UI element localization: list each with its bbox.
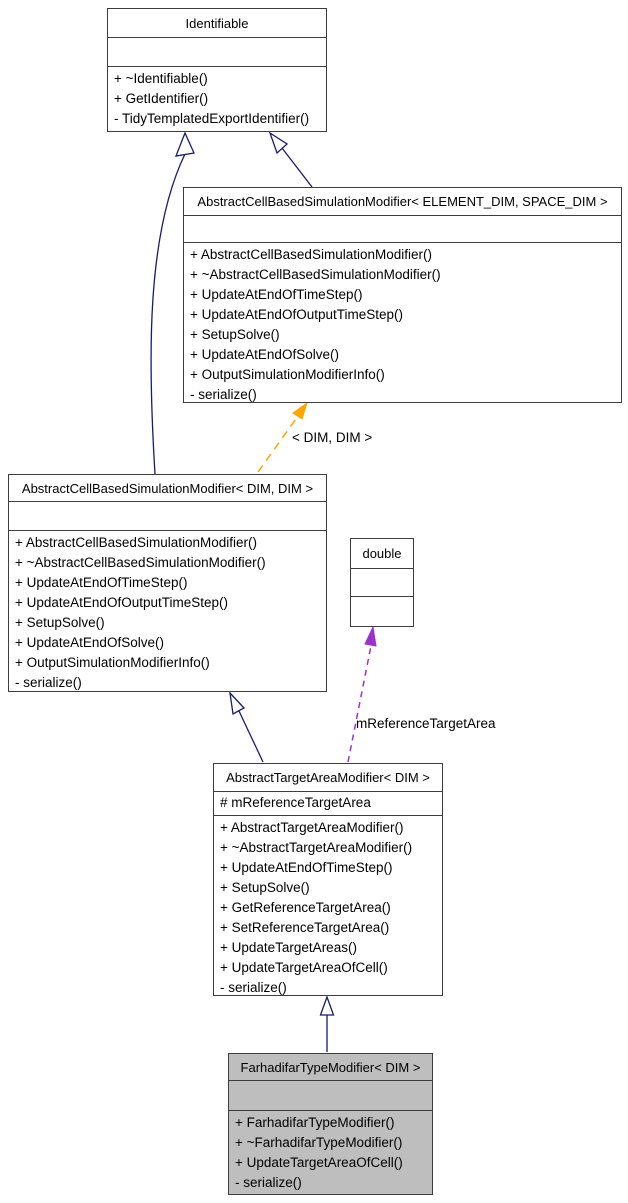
attribute-label: # mReferenceTargetArea [220,795,371,810]
class-node-acbsm-template[interactable]: AbstractCellBasedSimulationModifier< ELE… [183,187,622,403]
inheritance-arrowhead-icon [268,131,289,155]
method-label: + SetReferenceTargetArea() [220,920,390,935]
inheritance-arrowhead-icon [319,995,335,1016]
method-label: + ~FarhadifarTypeModifier() [235,1135,403,1150]
method-label: + GetIdentifier() [114,91,209,106]
edge-inheritance-targetarea-to-acbsmdim [238,710,264,763]
class-node-acbsm-dim[interactable]: AbstractCellBasedSimulationModifier< DIM… [8,474,327,692]
usage-member-edge-label: mReferenceTargetArea [356,716,496,731]
edge-inheritance-acbsmtpl-to-identifiable [281,147,313,188]
class-attributes: # mReferenceTargetArea [214,792,442,816]
method-label: + UpdateTargetAreas() [220,940,357,955]
method-label: - serialize() [220,980,287,995]
template-args-edge-label: < DIM, DIM > [292,430,373,445]
class-title: Identifiable [108,9,326,38]
method-label: + AbstractCellBasedSimulationModifier() [190,247,432,262]
class-attributes [351,569,413,597]
method-label: + ~AbstractCellBasedSimulationModifier() [190,267,441,282]
method-label: + SetupSolve() [190,327,280,342]
edge-inheritance-acbsmdim-to-identifiable [150,153,186,475]
class-title: FarhadifarTypeModifier< DIM > [229,1054,432,1081]
usage-arrowhead-icon [364,625,377,647]
class-title: AbstractCellBasedSimulationModifier< DIM… [9,475,326,502]
class-node-farhadifar-type-modifier: FarhadifarTypeModifier< DIM > + Farhadif… [228,1053,433,1195]
class-methods [351,597,413,626]
class-attributes [229,1081,432,1111]
method-label: + OutputSimulationModifierInfo() [15,655,210,670]
method-label: + UpdateAtEndOfOutputTimeStep() [15,595,228,610]
method-label: + AbstractTargetAreaModifier() [220,820,404,835]
method-label: + UpdateTargetAreaOfCell() [235,1155,403,1170]
class-node-abstract-target-area-modifier[interactable]: AbstractTargetAreaModifier< DIM > # mRef… [213,763,443,996]
method-label: + UpdateAtEndOfTimeStep() [220,860,393,875]
method-label: + UpdateTargetAreaOfCell() [220,960,388,975]
method-label: - serialize() [15,675,82,690]
class-attributes [9,502,326,531]
method-label: + OutputSimulationModifierInfo() [190,367,385,382]
class-methods: + AbstractTargetAreaModifier() + ~Abstra… [214,816,442,995]
method-label: + UpdateAtEndOfSolve() [15,635,164,650]
method-label: + UpdateAtEndOfSolve() [190,347,339,362]
method-label: - TidyTemplatedExportIdentifier() [114,111,310,126]
class-attributes [184,216,621,243]
method-label: + ~AbstractCellBasedSimulationModifier() [15,555,266,570]
method-label: - serialize() [190,387,257,402]
class-methods: + FarhadifarTypeModifier() + ~Farhadifar… [229,1111,432,1194]
method-label: + GetReferenceTargetArea() [220,900,391,915]
method-label: + ~Identifiable() [114,71,208,86]
edge-template-instantiation [257,415,299,473]
template-arrowhead-icon [292,401,308,420]
inheritance-arrowhead-icon [229,691,246,716]
inheritance-arrowhead-icon [174,131,195,157]
class-title: AbstractCellBasedSimulationModifier< ELE… [184,188,621,216]
edge-usage-mreferencetargetarea [347,645,372,763]
method-label: + ~AbstractTargetAreaModifier() [220,840,413,855]
class-node-identifiable[interactable]: Identifiable + ~Identifiable() + GetIden… [107,8,327,132]
class-node-double: double [350,538,414,627]
method-label: + SetupSolve() [15,615,105,630]
class-attributes [108,38,326,67]
class-methods: + ~Identifiable() + GetIdentifier() - Ti… [108,67,326,131]
method-label: + AbstractCellBasedSimulationModifier() [15,535,257,550]
method-label: + SetupSolve() [220,880,310,895]
method-label: + FarhadifarTypeModifier() [235,1115,395,1130]
class-methods: + AbstractCellBasedSimulationModifier() … [9,531,326,691]
class-methods: + AbstractCellBasedSimulationModifier() … [184,243,621,402]
class-title: double [351,539,413,569]
class-title: AbstractTargetAreaModifier< DIM > [214,764,442,792]
method-label: + UpdateAtEndOfTimeStep() [15,575,188,590]
method-label: + UpdateAtEndOfOutputTimeStep() [190,307,403,322]
method-label: + UpdateAtEndOfTimeStep() [190,287,363,302]
method-label: - serialize() [235,1175,302,1190]
